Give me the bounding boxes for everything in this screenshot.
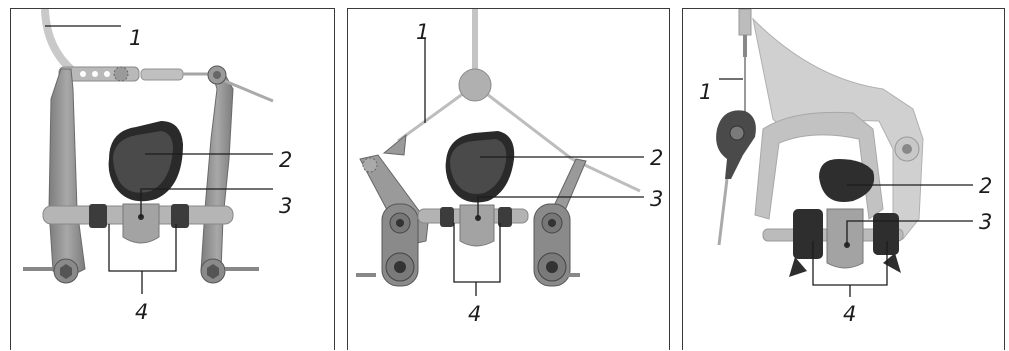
label-2: 2	[279, 148, 292, 172]
right-brake-shoe	[873, 213, 899, 255]
leader-line-3	[140, 188, 273, 217]
label-3: 3	[279, 194, 292, 218]
label-2: 2	[650, 146, 663, 170]
leader-line-3	[477, 196, 644, 218]
rim	[122, 203, 160, 244]
v-brake-illustration	[23, 9, 274, 284]
leader-line-4	[453, 223, 501, 283]
leader-line-4	[812, 241, 888, 286]
rim	[459, 204, 495, 247]
label-4: 4	[135, 300, 148, 324]
v-brake-panel: 1 2 3 4	[10, 8, 335, 350]
label-3: 3	[979, 210, 992, 234]
caliper-brake-panel: 1 2 3 4	[682, 8, 1005, 350]
tire	[819, 159, 875, 202]
leader-line-4	[108, 224, 177, 272]
cantilever-callouts: 1 2 3 4	[416, 20, 663, 326]
quick-release	[716, 110, 756, 179]
caliper-callouts: 1 2 3 4	[699, 78, 992, 326]
v-brake-callouts: 1 2 3 4	[45, 25, 292, 324]
label-3: 3	[650, 187, 663, 211]
rim	[826, 208, 864, 269]
label-1: 1	[129, 26, 142, 50]
cable-yoke	[458, 68, 492, 102]
label-4: 4	[843, 302, 856, 326]
label-2: 2	[979, 174, 992, 198]
label-1: 1	[416, 20, 429, 44]
label-4: 4	[468, 302, 481, 326]
left-brake-shoe	[793, 209, 823, 259]
leader-line-3	[846, 220, 973, 245]
caliper-illustration	[716, 9, 924, 277]
label-1: 1	[699, 80, 712, 104]
cantilever-brake-panel: 1 2 3 4	[347, 8, 670, 350]
cantilever-illustration	[356, 9, 641, 287]
